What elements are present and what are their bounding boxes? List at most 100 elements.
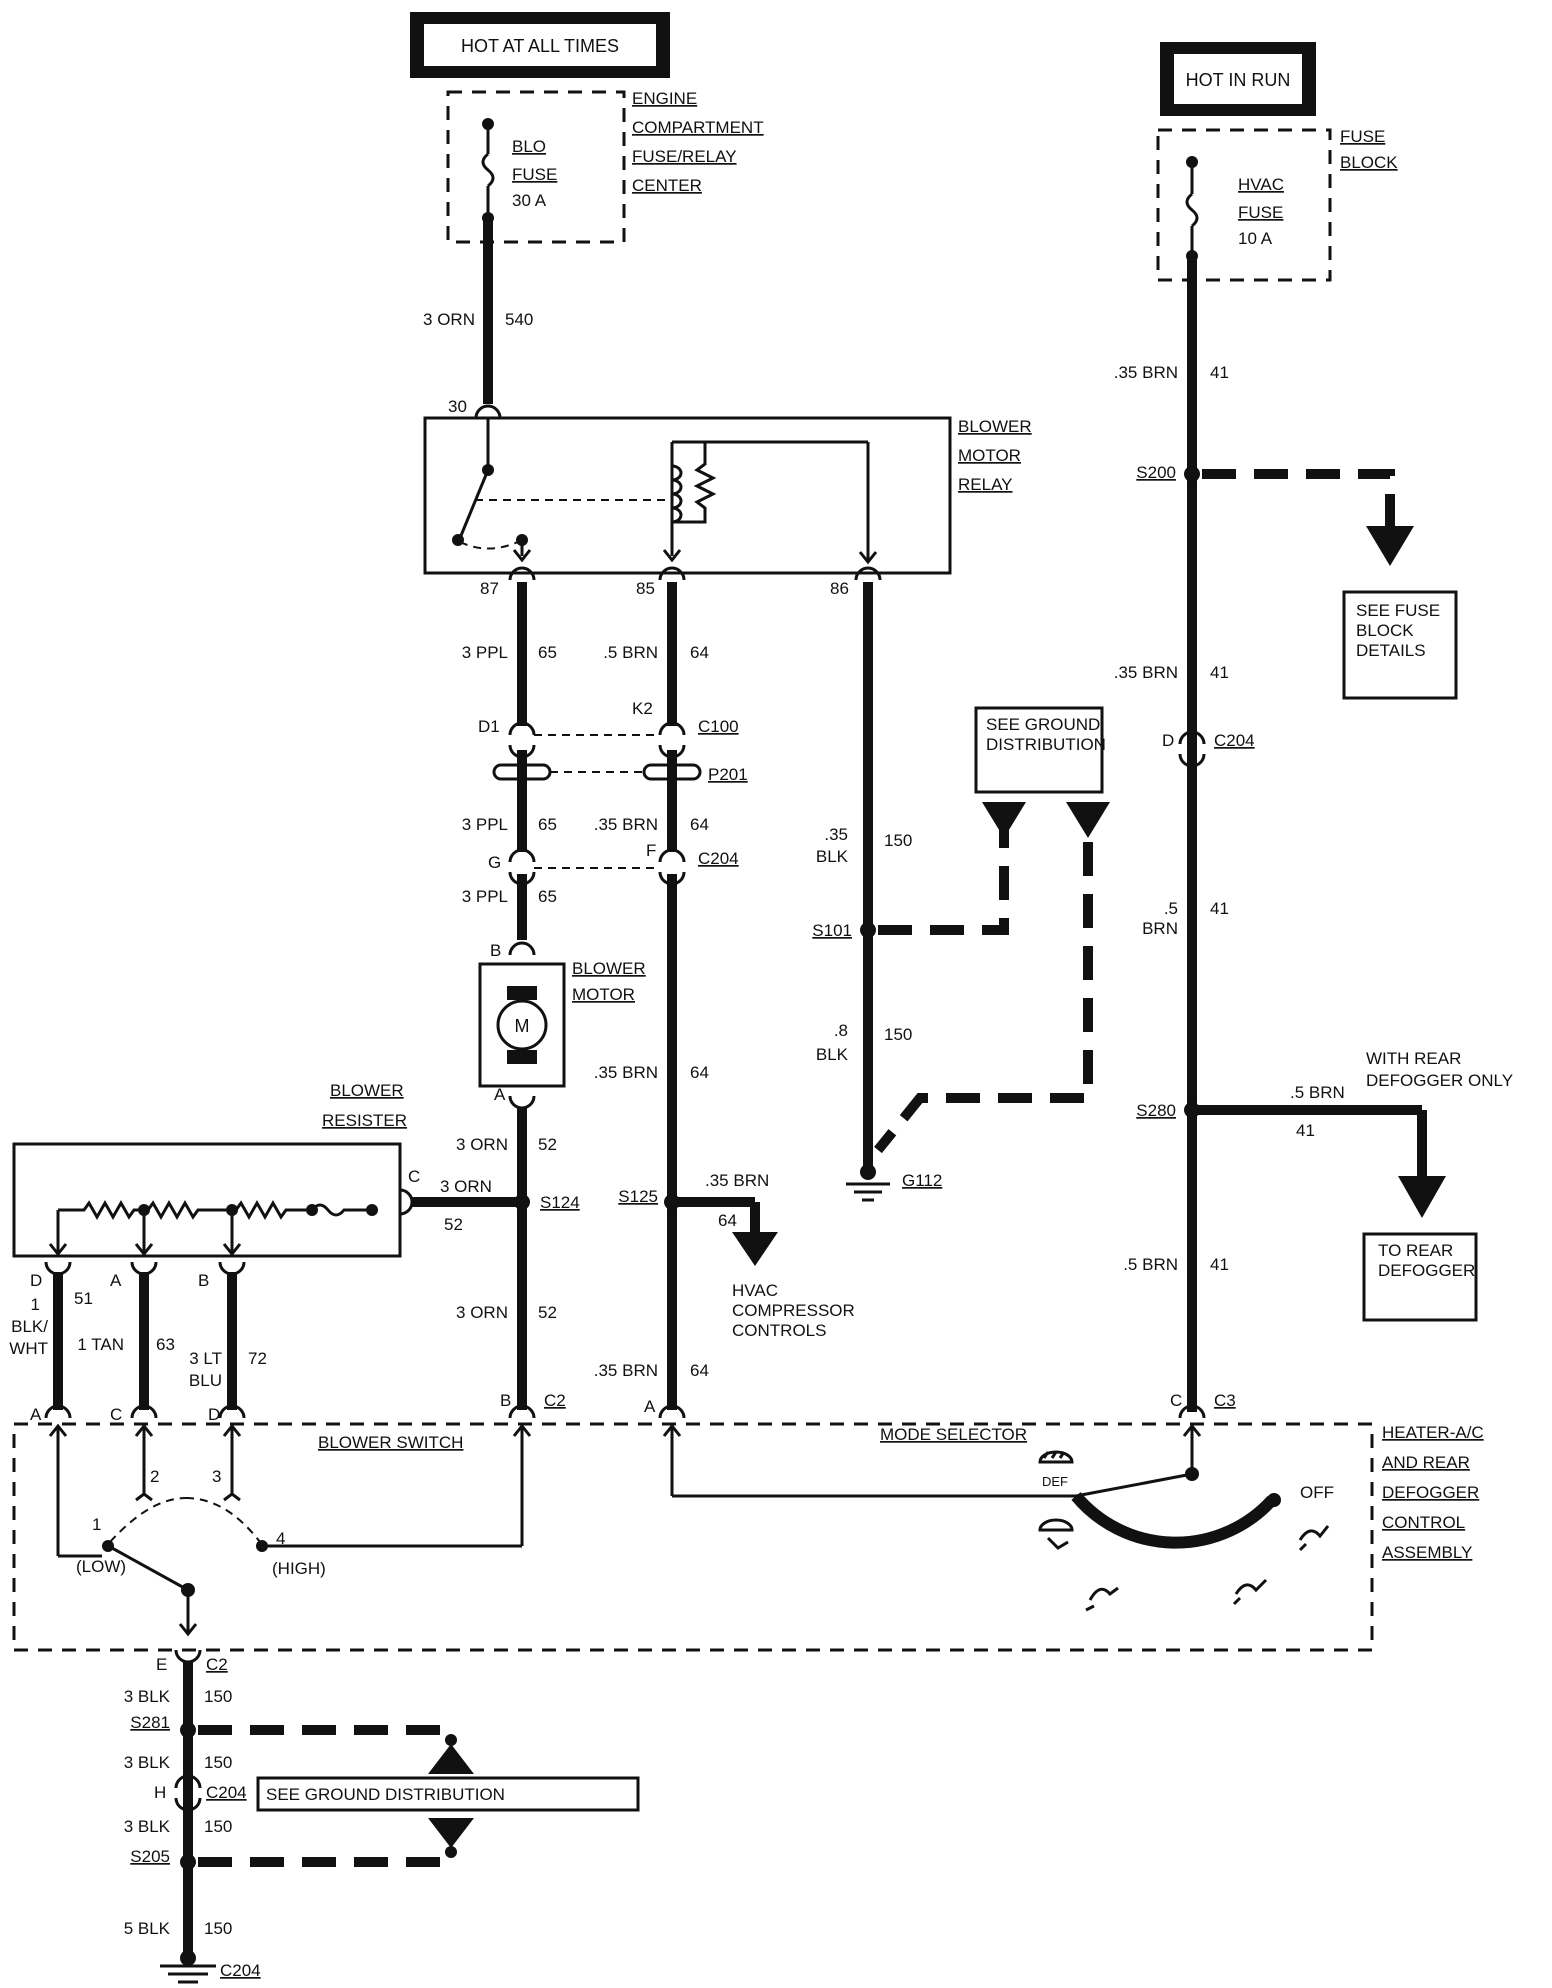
- wire-52a-circuit: 52: [538, 1135, 557, 1154]
- connector-d-c204: D: [1162, 731, 1174, 750]
- engine-fuse-center-label-3: FUSE/RELAY: [632, 147, 737, 166]
- hvac-fuse-label-3: 10 A: [1238, 229, 1273, 248]
- engine-fuse-center-label-2: COMPARTMENT: [632, 118, 764, 137]
- see-ground-distribution-bottom: SEE GROUND DISTRIBUTION: [266, 1785, 505, 1804]
- fuse-block-label-2: BLOCK: [1340, 153, 1398, 172]
- blower-switch-label: BLOWER SWITCH: [318, 1433, 463, 1452]
- relay-pin-87: 87: [480, 579, 499, 598]
- see-ground-distribution-box: [974, 706, 1104, 794]
- wire-g150c-size: 3 BLK: [124, 1817, 171, 1836]
- to-rear-defogger-box: [1362, 1232, 1478, 1322]
- ground-c204: C204: [220, 1961, 261, 1980]
- wire-64b-circuit: 64: [690, 815, 709, 834]
- splice-s205: S205: [130, 1847, 170, 1866]
- blower-motor-label-1: BLOWER: [572, 959, 646, 978]
- wire-63-circuit: 63: [156, 1335, 175, 1354]
- resister-pin-d: D: [30, 1271, 42, 1290]
- wire-51-circuit: 51: [74, 1289, 93, 1308]
- hvac-compressor-label-3: CONTROLS: [732, 1321, 826, 1340]
- ground-g112: G112: [902, 1171, 942, 1190]
- switch-position-3: 3: [212, 1467, 221, 1486]
- connector-p201: P201: [708, 765, 748, 784]
- to-rear-label-2: DEFOGGER: [1378, 1261, 1475, 1280]
- to-rear-defogger-arrow-icon: [1398, 1176, 1446, 1218]
- blower-motor-relay-box: [423, 416, 952, 575]
- wire-72-size-2: BLU: [189, 1371, 222, 1390]
- defrost-icon: [1038, 1450, 1074, 1464]
- connector-d1: D1: [478, 717, 500, 736]
- wire-150b-size-2: BLK: [816, 1045, 849, 1064]
- resister-pin-a: A: [110, 1271, 122, 1290]
- motor-pin-a: A: [494, 1085, 506, 1104]
- wire-64e-circuit: 64: [690, 1361, 709, 1380]
- floor-mode-icon: [1085, 1586, 1119, 1612]
- wire-g150b-circuit: 150: [204, 1753, 232, 1772]
- wire-65c-circuit: 65: [538, 887, 557, 906]
- switch-position-2: 2: [150, 1467, 159, 1486]
- blo-fuse-label-3: 30 A: [512, 191, 547, 210]
- heater-ac-control-assembly-box: [12, 1422, 1374, 1652]
- wire-52c-size: 3 ORN: [456, 1303, 508, 1322]
- wire-150b-size-1: .8: [834, 1021, 848, 1040]
- ground-distribution-arrow-2: [1066, 802, 1110, 838]
- wire-150a-size-1: .35: [824, 825, 848, 844]
- resister-chain-icon: [58, 1199, 312, 1221]
- wire-64c-size: .35 BRN: [594, 1063, 658, 1082]
- relay-coil-icon: [671, 464, 683, 524]
- wire-52b-size: 3 ORN: [440, 1177, 492, 1196]
- wire-41c-circuit: 41: [1210, 899, 1229, 918]
- see-fuse-block-arrow-icon: [1366, 526, 1414, 566]
- see-ground-distribution-bottom-box: [256, 1776, 640, 1812]
- wire-41c-size-1: .5: [1164, 899, 1178, 918]
- mode-selector-label: MODE SELECTOR: [880, 1425, 1027, 1444]
- wire-72-circuit: 72: [248, 1349, 267, 1368]
- blower-resister-box: [12, 1142, 402, 1258]
- switch-high-label: (HIGH): [272, 1559, 326, 1578]
- wire-51-size-3: WHT: [9, 1339, 48, 1358]
- bi-level-mode-icon: [1232, 1578, 1268, 1606]
- blower-resister-label-1: BLOWER: [330, 1081, 404, 1100]
- connector-c204-bottom: C204: [206, 1783, 247, 1802]
- wire-41a-size: .35 BRN: [1114, 363, 1178, 382]
- splice-s200: S200: [1136, 463, 1176, 482]
- hvac-compressor-label-1: HVAC: [732, 1281, 778, 1300]
- blo-fuse-icon: [481, 152, 495, 188]
- wire-41e-size: .5 BRN: [1123, 1255, 1178, 1274]
- hvac-fuse-label-1: HVAC: [1238, 175, 1284, 194]
- switch-pin-a: A: [30, 1405, 42, 1424]
- hvac-compressor-label-2: COMPRESSOR: [732, 1301, 855, 1320]
- wire-63-size: 1 TAN: [77, 1335, 124, 1354]
- motor-symbol: M: [515, 1016, 530, 1036]
- switch-low-label: (LOW): [76, 1557, 126, 1576]
- wire-64d-circuit: 64: [718, 1211, 737, 1230]
- wire-65b-circuit: 65: [538, 815, 557, 834]
- resister-pin-b: B: [198, 1271, 209, 1290]
- wire-51-size-2: BLK/: [11, 1317, 48, 1336]
- mode-off-label: OFF: [1300, 1483, 1334, 1502]
- engine-fuse-center-label-1: ENGINE: [632, 89, 697, 108]
- mode-def-label: DEF: [1042, 1474, 1068, 1489]
- wire-64c-circuit: 64: [690, 1063, 709, 1082]
- wire-52a-size: 3 ORN: [456, 1135, 508, 1154]
- wire-65a-size: 3 PPL: [462, 643, 508, 662]
- ground-distribution-arrow-1: [982, 802, 1026, 838]
- wire-150a-size-2: BLK: [816, 847, 849, 866]
- c3-pin-c: C: [1170, 1391, 1182, 1410]
- blower-motor-label-2: MOTOR: [572, 985, 635, 1004]
- wire-g150c-circuit: 150: [204, 1817, 232, 1836]
- wire-150b-circuit: 150: [884, 1025, 912, 1044]
- mode-selector-arc: [1071, 1492, 1277, 1549]
- connector-k2: K2: [632, 699, 653, 718]
- defrost-floor-icon: [1038, 1518, 1074, 1550]
- c2-pin-e: E: [156, 1655, 167, 1674]
- wire-g150a-circuit: 150: [204, 1687, 232, 1706]
- blower-motor-relay-label-3: RELAY: [958, 475, 1013, 494]
- wire-64e-size: .35 BRN: [594, 1361, 658, 1380]
- motor-icon: [496, 999, 548, 1051]
- see-ground-label-1: SEE GROUND: [986, 715, 1100, 734]
- wire-g150d-size: 5 BLK: [124, 1919, 171, 1938]
- splice-s281: S281: [130, 1713, 170, 1732]
- connector-f: F: [646, 841, 656, 860]
- wire-64a-circuit: 64: [690, 643, 709, 662]
